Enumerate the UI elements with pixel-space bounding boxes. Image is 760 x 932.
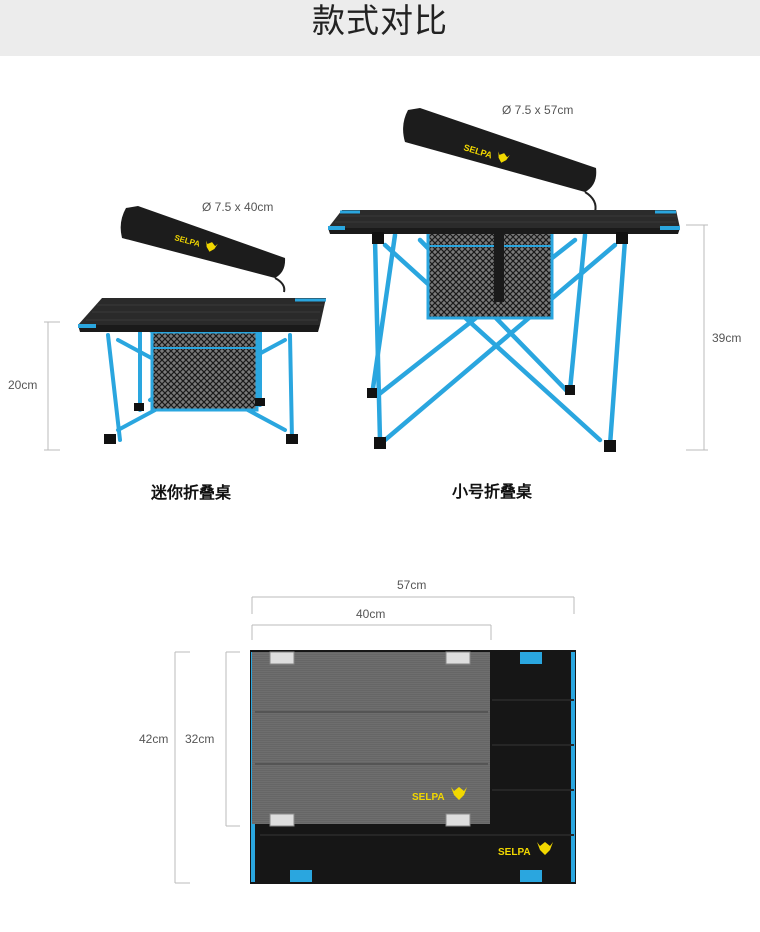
small-bag-dimension: Ø 7.5 x 57cm [502,103,574,117]
mini-folding-table [78,298,326,444]
mini-table-top: SELPA [252,651,490,827]
svg-text:SELPA: SELPA [498,847,531,858]
small-table-name: 小号折叠桌 [452,482,533,501]
small-width-label: 40cm [356,607,386,621]
width-dimensions [251,596,575,640]
small-depth-label: 32cm [185,732,215,746]
mini-table-name: 迷你折叠桌 [151,483,232,502]
page-title: 款式对比 [312,1,448,40]
small-height-dimension [686,224,708,451]
small-folding-table [328,210,680,452]
mini-table-carry-bag: SELPA [120,206,286,293]
header-bar: 款式对比 [0,0,760,56]
mini-height-label: 20cm [8,378,38,392]
mini-height-dimension [44,321,60,451]
small-table-carry-bag: SELPA [403,108,597,213]
svg-text:SELPA: SELPA [412,792,445,803]
depth-dimensions [174,651,240,884]
mini-bag-dimension: Ø 7.5 x 40cm [202,200,274,214]
small-height-label: 39cm [712,331,742,345]
large-depth-label: 42cm [139,732,169,746]
large-width-label: 57cm [397,578,427,592]
